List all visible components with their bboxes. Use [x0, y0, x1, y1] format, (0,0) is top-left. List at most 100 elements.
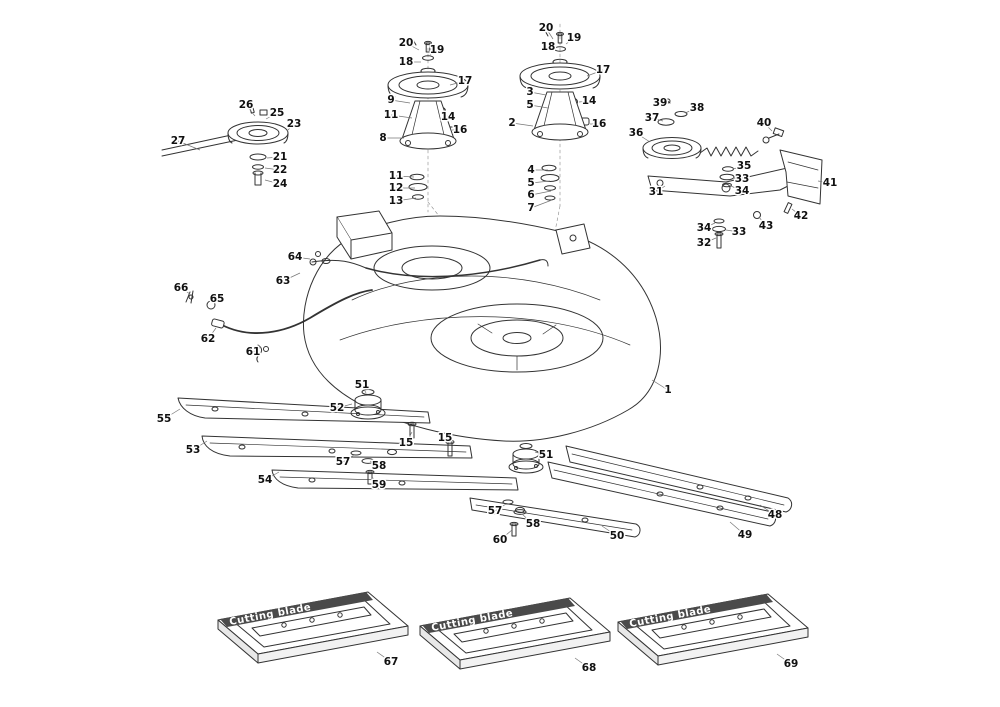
leader-line — [361, 384, 367, 394]
part-number-3: 3 — [526, 86, 533, 98]
leader-line — [499, 529, 513, 541]
part-number-50: 50 — [610, 530, 625, 542]
leader-line — [684, 107, 698, 114]
part-number-14: 14 — [441, 111, 456, 123]
leader-line — [163, 408, 181, 420]
part-number-41: 41 — [823, 177, 838, 189]
leader-line — [635, 132, 651, 143]
spindle-washer — [544, 195, 556, 201]
leader-line — [180, 287, 191, 295]
part-number-14: 14 — [582, 95, 597, 107]
part-number-11: 11 — [384, 109, 399, 121]
cutting-blade — [201, 435, 473, 459]
part-number-9: 9 — [387, 94, 394, 106]
part-number-60: 60 — [493, 534, 508, 546]
part-number-64: 64 — [288, 251, 303, 263]
leader-line — [511, 122, 534, 127]
leader-line — [547, 46, 556, 51]
part-number-32: 32 — [697, 237, 712, 249]
leader-line — [791, 208, 802, 217]
cutting-blade — [271, 469, 519, 491]
part-number-4: 4 — [527, 164, 534, 176]
part-number-17: 17 — [596, 64, 611, 76]
part-number-1: 1 — [664, 384, 671, 396]
leader-line — [703, 237, 717, 244]
part-number-63: 63 — [276, 275, 291, 287]
part-number-58: 58 — [526, 518, 541, 530]
leader-line — [729, 521, 746, 536]
part-number-39: 39 — [653, 97, 668, 109]
part-number-51: 51 — [355, 379, 370, 391]
leader-line — [211, 298, 218, 304]
cutting-blade — [565, 445, 793, 513]
leader-line — [369, 460, 380, 467]
leader-line — [730, 185, 743, 192]
part-number-16: 16 — [592, 118, 607, 130]
leader-line — [530, 190, 552, 196]
blade-package — [217, 591, 409, 664]
leader-line — [732, 177, 743, 180]
leader-line — [759, 504, 776, 516]
part-number-26: 26 — [239, 99, 254, 111]
part-number-68: 68 — [582, 662, 597, 674]
leader-line — [763, 122, 773, 132]
part-number-18: 18 — [399, 56, 414, 68]
part-number-5: 5 — [526, 99, 533, 111]
part-number-27: 27 — [171, 135, 186, 147]
cutting-blade — [177, 397, 431, 424]
part-number-21: 21 — [273, 151, 288, 163]
part-number-31: 31 — [649, 186, 664, 198]
part-number-66: 66 — [174, 282, 189, 294]
leader-line — [586, 69, 604, 77]
leader-line — [529, 91, 547, 96]
part-number-53: 53 — [186, 444, 201, 456]
part-number-19: 19 — [430, 44, 445, 56]
part-number-12: 12 — [389, 182, 404, 194]
leader-line — [390, 99, 411, 104]
part-number-20: 20 — [539, 22, 554, 34]
part-number-40: 40 — [757, 117, 772, 129]
part-number-43: 43 — [759, 220, 774, 232]
part-number-36: 36 — [629, 127, 644, 139]
leader-line — [264, 471, 280, 481]
blade-hub-right — [508, 443, 544, 474]
leader-line — [286, 123, 295, 132]
part-number-23: 23 — [287, 118, 302, 130]
part-number-57: 57 — [336, 456, 351, 468]
leader-line — [651, 117, 664, 122]
leader-line — [725, 229, 740, 233]
part-number-55: 55 — [157, 413, 172, 425]
engagement-cable — [221, 289, 373, 334]
leader-line — [207, 327, 217, 340]
leader-line — [776, 653, 792, 665]
part-number-65: 65 — [210, 293, 225, 305]
part-number-33: 33 — [732, 226, 747, 238]
part-number-57: 57 — [488, 505, 503, 517]
part-number-52: 52 — [330, 402, 345, 414]
leader-line — [655, 185, 666, 193]
part-number-48: 48 — [768, 509, 783, 521]
leader-line — [192, 440, 208, 451]
leader-line — [494, 503, 507, 512]
leader-line — [395, 197, 417, 202]
diagram-artwork — [161, 23, 823, 538]
part-number-2: 2 — [508, 117, 515, 129]
leader-line — [294, 256, 311, 260]
part-number-37: 37 — [645, 112, 660, 124]
blade-hub-left — [350, 389, 386, 420]
part-number-15: 15 — [438, 432, 453, 444]
leader-line — [529, 104, 549, 109]
part-number-19: 19 — [567, 32, 582, 44]
leader-line — [245, 104, 256, 117]
leader-line — [449, 80, 466, 86]
part-number-7: 7 — [527, 202, 534, 214]
part-number-51: 51 — [539, 449, 554, 461]
part-number-25: 25 — [270, 107, 285, 119]
part-number-34: 34 — [735, 185, 750, 197]
part-number-59: 59 — [372, 479, 387, 491]
leader-line — [703, 222, 716, 229]
leader-line — [444, 437, 451, 445]
